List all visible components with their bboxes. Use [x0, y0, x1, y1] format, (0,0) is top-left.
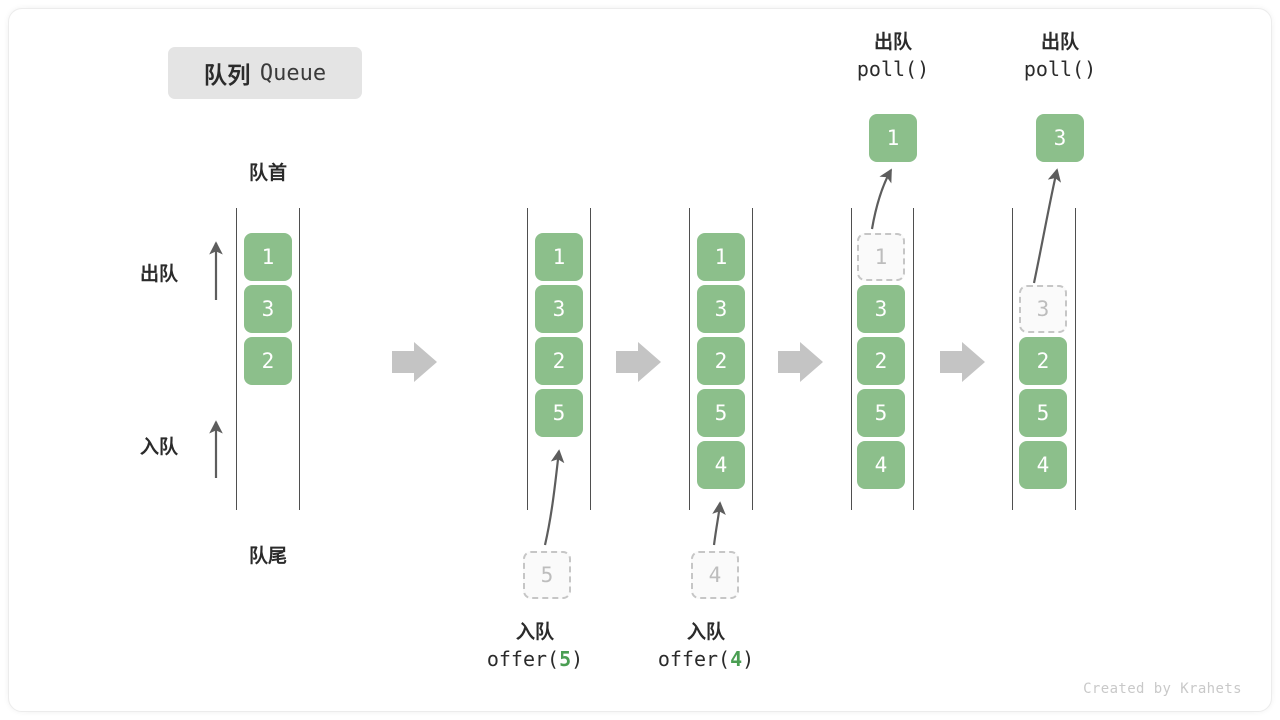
queue-cell-ghost: 3 [1019, 285, 1067, 333]
queue-cell: 4 [697, 441, 745, 489]
queue-cell: 2 [244, 337, 292, 385]
caption-offer-4-cn: 入队 [686, 622, 725, 643]
caption-offer-4-code: offer(4) [657, 647, 755, 672]
dequeue-arrow-3 [1032, 168, 1062, 284]
enqueue-side-label: 入队 [139, 437, 178, 458]
diagram-title-chip: 队列 Queue [168, 47, 362, 99]
step-arrow-2 [616, 342, 661, 382]
footer-credit: Created by Krahets [1083, 681, 1242, 697]
rail-left-3 [689, 208, 690, 510]
queue-cell: 1 [535, 233, 583, 281]
incoming-ghost-cell: 5 [523, 551, 571, 599]
caption-poll-1-cn: 出队 [873, 32, 912, 53]
rail-right-2 [590, 208, 591, 510]
rail-left-1 [236, 208, 237, 510]
popped-cell: 1 [869, 114, 917, 162]
rail-right-5 [1075, 208, 1076, 510]
caption-offer-5-code: offer(5) [486, 647, 584, 672]
caption-poll-1-code: poll() [856, 57, 930, 82]
title-english: Queue [259, 60, 327, 86]
queue-cell: 2 [535, 337, 583, 385]
dequeue-arrow-1 [870, 168, 892, 230]
caption-poll-1: 出队 poll() [813, 30, 973, 84]
incoming-ghost-cell: 4 [691, 551, 739, 599]
step-arrow-3 [778, 342, 823, 382]
queue-cell: 2 [1019, 337, 1067, 385]
queue-cell: 4 [1019, 441, 1067, 489]
enqueue-arrow-5 [543, 449, 565, 546]
queue-cell: 5 [1019, 389, 1067, 437]
caption-poll-3-code: poll() [1023, 57, 1097, 82]
queue-cell: 3 [857, 285, 905, 333]
dequeue-side-label: 出队 [139, 264, 178, 285]
queue-cell: 1 [244, 233, 292, 281]
queue-cell: 5 [697, 389, 745, 437]
rail-left-5 [1012, 208, 1013, 510]
queue-head-label: 队首 [248, 163, 287, 184]
queue-cell: 1 [697, 233, 745, 281]
queue-cell: 2 [697, 337, 745, 385]
rail-right-3 [752, 208, 753, 510]
caption-offer-5-cn: 入队 [515, 622, 554, 643]
rail-left-4 [851, 208, 852, 510]
title-chinese: 队列 [203, 62, 251, 88]
rail-right-4 [913, 208, 914, 510]
step-arrow-4 [940, 342, 985, 382]
queue-cell: 4 [857, 441, 905, 489]
queue-tail-label: 队尾 [248, 546, 287, 567]
caption-poll-3-cn: 出队 [1040, 32, 1079, 53]
rail-left-2 [527, 208, 528, 510]
queue-cell: 5 [535, 389, 583, 437]
step-arrow-1 [392, 342, 437, 382]
queue-cell: 2 [857, 337, 905, 385]
caption-offer-4: 入队 offer(4) [626, 620, 786, 674]
caption-offer-5: 入队 offer(5) [455, 620, 615, 674]
queue-cell: 3 [244, 285, 292, 333]
rail-right-1 [299, 208, 300, 510]
queue-cell-ghost: 1 [857, 233, 905, 281]
caption-poll-3: 出队 poll() [980, 30, 1140, 84]
queue-cell: 5 [857, 389, 905, 437]
queue-cell: 3 [535, 285, 583, 333]
popped-cell: 3 [1036, 114, 1084, 162]
enqueue-arrow-4 [712, 501, 726, 546]
queue-cell: 3 [697, 285, 745, 333]
